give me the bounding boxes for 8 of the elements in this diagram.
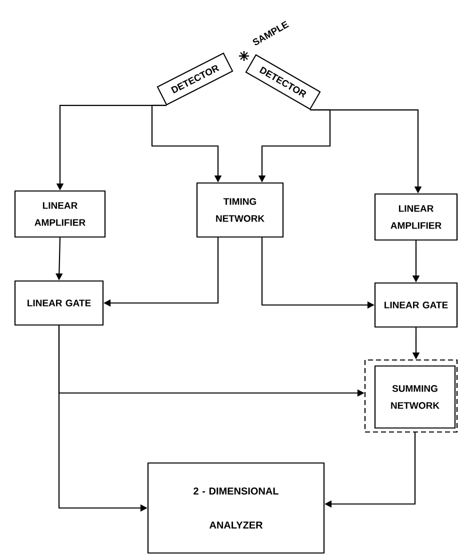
process-box: LINEAR GATE [374,282,458,328]
process-box: LINEAR AMPLIFIER [374,193,458,241]
analyzer-box: 2 - DIMENSIONAL ANALYZER [147,462,325,554]
dashed-frame [364,359,458,433]
process-box: TIMING NETWORK [196,182,284,238]
process-box: SUMMING NETWORK [374,365,456,429]
process-box: LINEAR GATE [14,280,104,326]
process-box: LINEAR AMPLIFIER [14,190,106,238]
